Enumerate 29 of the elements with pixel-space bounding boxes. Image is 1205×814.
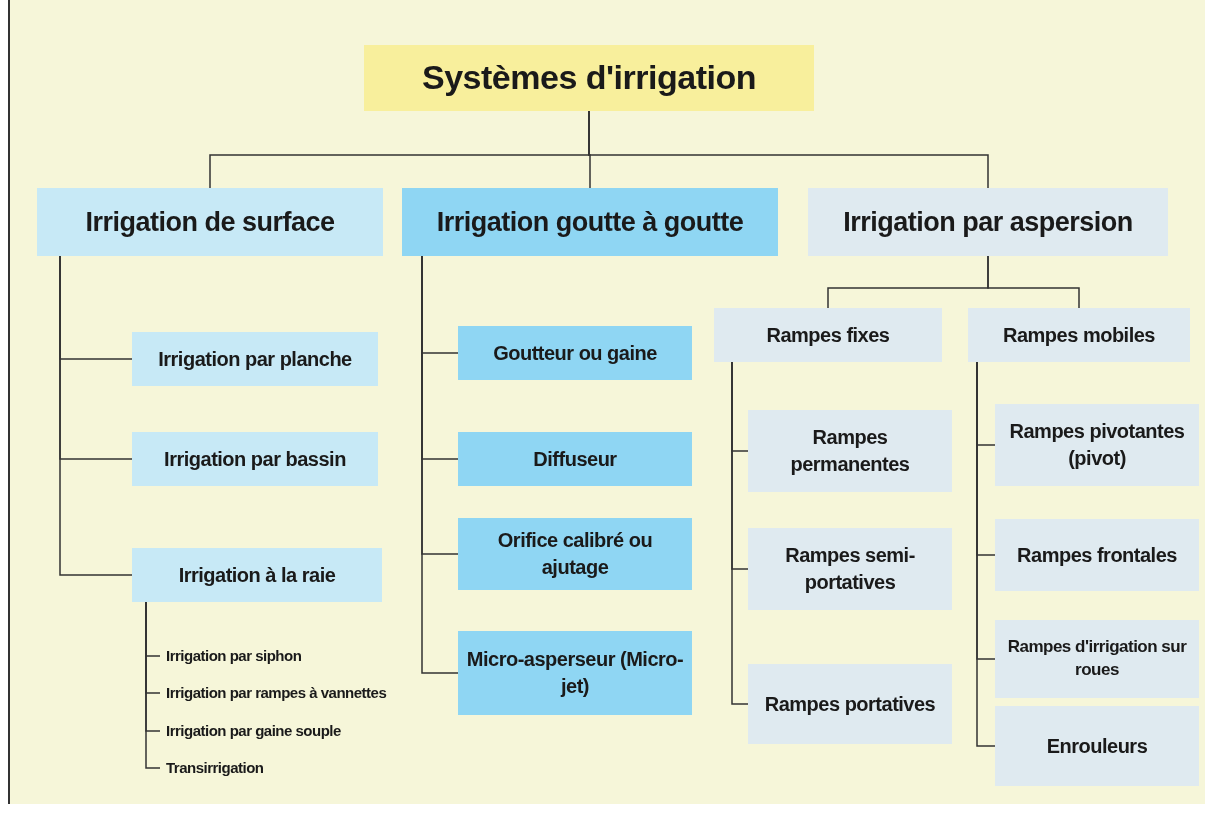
category-box: Micro-asperseur (Micro-jet): [458, 631, 692, 715]
category-box: Irrigation à la raie: [132, 548, 382, 602]
category-box: Irrigation goutte à goutte: [402, 188, 778, 256]
connector-line: [987, 255, 1080, 309]
category-box: Rampes fixes: [714, 308, 942, 362]
category-box: Irrigation par bassin: [132, 432, 378, 486]
category-box: Rampes mobiles: [968, 308, 1190, 362]
branch-label: Transirrigation: [160, 757, 450, 779]
category-box: Rampes portatives: [748, 664, 952, 744]
connector-line: [59, 255, 133, 576]
category-box: Orifice calibré ou ajutage: [458, 518, 692, 590]
connector-line: [731, 361, 749, 705]
category-box: Rampes pivotantes (pivot): [995, 404, 1199, 486]
category-box: Irrigation par planche: [132, 332, 378, 386]
branch-label: Irrigation par rampes à vannettes: [160, 682, 450, 704]
category-box: Rampes semi-portatives: [748, 528, 952, 610]
category-box: Rampes frontales: [995, 519, 1199, 591]
connector-line: [145, 601, 161, 769]
category-box: Irrigation de surface: [37, 188, 383, 256]
category-box: Diffuseur: [458, 432, 692, 486]
connector-line: [588, 110, 989, 189]
category-box: Enrouleurs: [995, 706, 1199, 786]
branch-label: Irrigation par siphon: [160, 645, 450, 667]
category-box: Rampes d'irrigation sur roues: [995, 620, 1199, 698]
category-box: Rampes permanentes: [748, 410, 952, 492]
category-box: Goutteur ou gaine: [458, 326, 692, 380]
category-box: Systèmes d'irrigation: [364, 45, 814, 111]
category-box: Irrigation par aspersion: [808, 188, 1168, 256]
branch-label: Irrigation par gaine souple: [160, 720, 450, 742]
